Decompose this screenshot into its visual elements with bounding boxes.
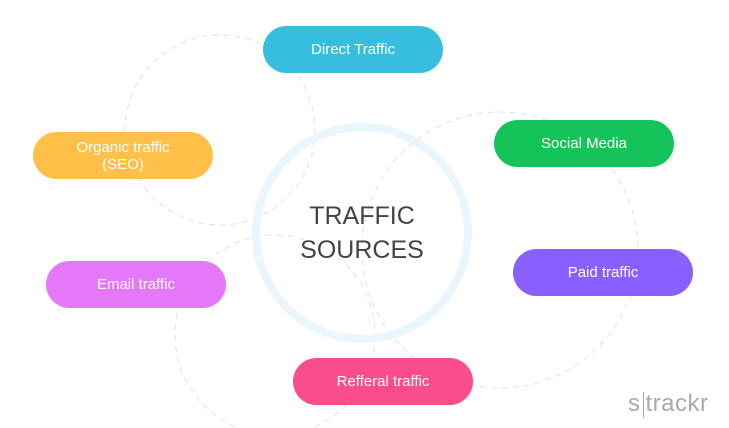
pill-label: Social Media xyxy=(541,135,627,152)
dashed-ring-top-left xyxy=(124,34,316,226)
center-circle: TRAFFIC SOURCES xyxy=(252,123,472,343)
pill-label: Organic traffic xyxy=(76,138,170,156)
logo-divider xyxy=(642,391,644,418)
pill-label: Paid traffic xyxy=(567,264,639,281)
pill-email-traffic[interactable]: Email traffic xyxy=(46,261,226,308)
logo-right: trackr xyxy=(645,390,709,417)
center-title-line1: TRAFFIC xyxy=(309,202,415,230)
pill-label: Refferal traffic xyxy=(336,373,430,390)
pill-label: Email traffic xyxy=(96,276,176,293)
pill-label: Direct Traffic xyxy=(311,41,395,58)
pill-social-media[interactable]: Social Media xyxy=(494,120,674,167)
pill-label-2: (SEO) xyxy=(102,155,144,173)
pill-direct-traffic[interactable]: Direct Traffic xyxy=(263,26,443,73)
center-title-line2: SOURCES xyxy=(300,236,424,264)
pill-paid-traffic[interactable]: Paid traffic xyxy=(513,249,693,296)
pill-referral-traffic[interactable]: Refferal traffic xyxy=(293,358,473,405)
logo-left: s xyxy=(628,390,641,417)
pill-organic-traffic[interactable]: Organic traffic(SEO) xyxy=(33,132,213,179)
